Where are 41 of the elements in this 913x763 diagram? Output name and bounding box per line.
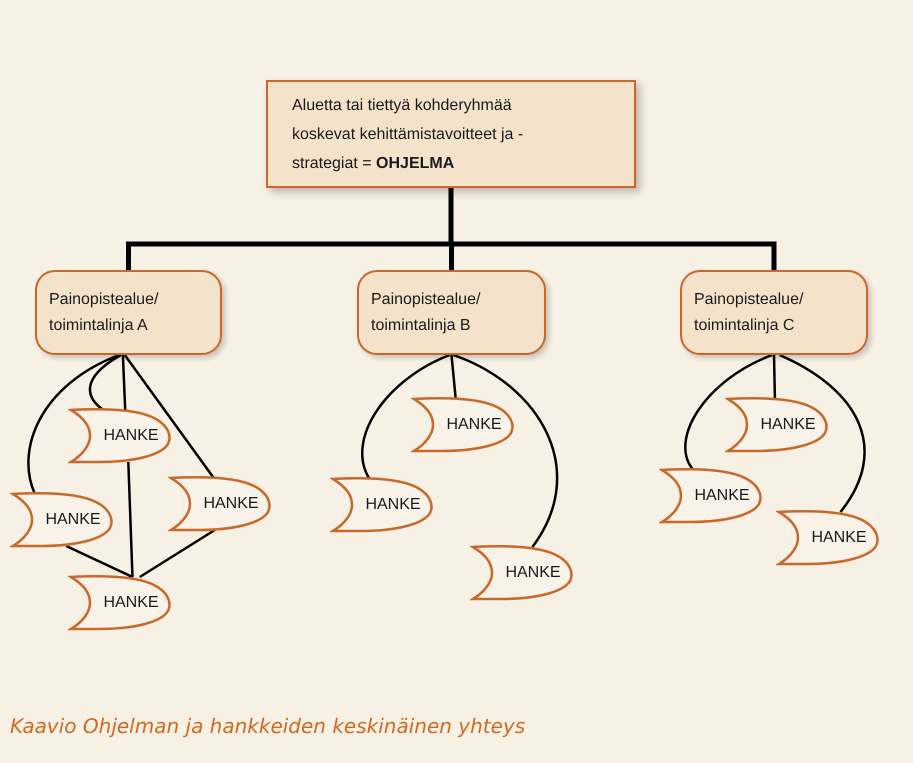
connector-line <box>452 354 558 548</box>
connector-line <box>772 354 776 400</box>
project-banner <box>776 510 880 566</box>
node-text: Painopistealue/ toimintalinja B <box>371 290 482 336</box>
connector-line <box>66 544 134 578</box>
project-banner <box>168 476 272 532</box>
connector-line <box>27 354 120 494</box>
focus-area-box <box>357 270 546 355</box>
node-text: HANKE <box>811 529 867 546</box>
node-text: HANKE <box>365 496 421 513</box>
project-banner <box>659 468 763 524</box>
connector-line <box>124 354 215 479</box>
node-text: HANKE <box>103 594 159 611</box>
project-banner <box>68 575 172 631</box>
project-banner <box>470 545 574 601</box>
connector-line <box>88 354 122 411</box>
connector-line <box>127 462 134 578</box>
connector-line <box>139 528 216 578</box>
node-text: Painopistealue/ toimintalinja C <box>694 290 804 336</box>
project-banner <box>68 408 172 464</box>
focus-area-box <box>680 270 868 355</box>
project-banner <box>10 492 114 548</box>
project-banner <box>725 397 829 453</box>
project-banner <box>411 397 515 453</box>
node-text: HANKE <box>505 564 561 581</box>
node-text: HANKE <box>45 511 101 528</box>
connector-line <box>122 354 126 410</box>
focus-area-box <box>35 270 222 355</box>
connector-line <box>361 354 450 480</box>
project-banner <box>330 477 434 533</box>
program-box <box>266 80 636 188</box>
node-text: Aluetta tai tiettyä kohderyhmää koskevat kehittämistavoitteet ja -strategiat = OHJELMA <box>292 96 524 172</box>
node-text: HANKE <box>446 416 502 433</box>
connector-line <box>450 354 457 400</box>
connector-line <box>779 354 866 513</box>
node-text: HANKE <box>694 487 750 504</box>
node-text: Painopistealue/ toimintalinja A <box>49 290 160 336</box>
node-text: HANKE <box>203 495 259 512</box>
node-text: HANKE <box>103 427 159 444</box>
node-text: HANKE <box>760 416 816 433</box>
caption: Kaavio Ohjelman ja hankkeiden keskinäinen yhteys <box>10 713 526 740</box>
